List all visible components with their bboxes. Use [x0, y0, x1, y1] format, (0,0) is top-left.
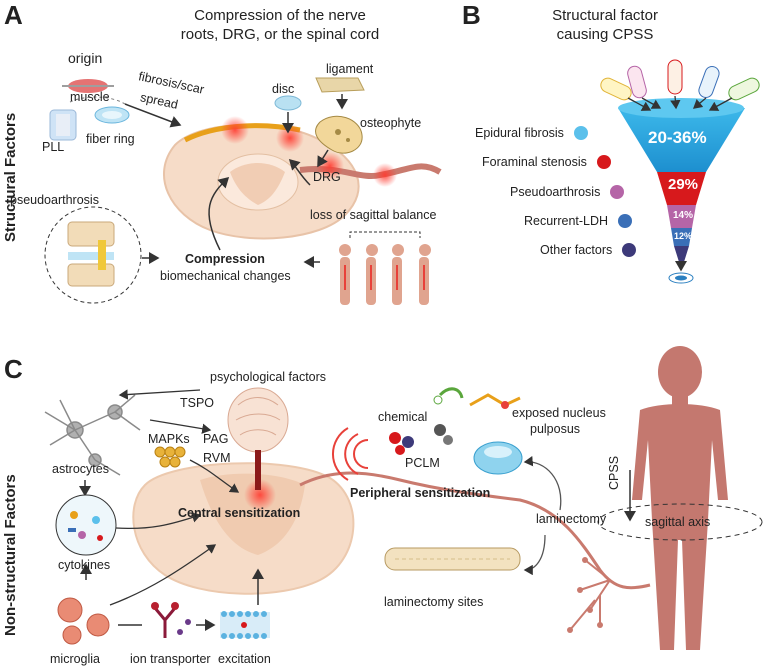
legend-dot-icon — [618, 214, 633, 228]
disc-icon — [274, 95, 302, 111]
fibrosis-glow — [221, 116, 249, 144]
laminectomy-label: laminectomy — [536, 512, 607, 526]
pseudoarthrosis-inset — [44, 206, 142, 304]
cytokines-label: cytokines — [58, 558, 111, 572]
funnel-value-3: 14% — [673, 210, 694, 221]
ligament-label: ligament — [326, 62, 374, 76]
legend-dot-icon — [573, 126, 588, 140]
legend-dot-icon — [596, 155, 611, 169]
cytokines-circle — [55, 494, 117, 556]
panel-c-side-label: Non-structural Factors — [2, 474, 19, 636]
chemical-icon — [433, 387, 464, 405]
legend-dot-icon — [622, 243, 637, 257]
sagittal-axis-label: sagittal axis — [645, 515, 711, 529]
funnel-value-2: 29% — [668, 176, 699, 193]
ion-transporter-label: ion transporter — [130, 652, 211, 666]
ion-transporter-icon — [151, 602, 191, 638]
mapks-icon — [154, 446, 186, 468]
psych-label: psychological factors — [210, 370, 327, 384]
panel-b-title: Structural factor causing CPSS — [520, 6, 690, 44]
funnel-value-1: 20-36% — [648, 128, 707, 147]
central-sensitization-label: Central sensitization — [178, 506, 301, 520]
disc-glow — [276, 124, 304, 152]
pclm-icon — [389, 424, 453, 455]
panel-a-title-line2: roots, DRG, or the spinal cord — [180, 26, 380, 43]
legend-label: Other factors — [540, 243, 613, 257]
membrane-icon — [220, 611, 270, 639]
sagittal-label: loss of sagittal balance — [310, 208, 437, 222]
astrocyte-network — [44, 394, 141, 476]
funnel-value-4: 12% — [674, 231, 693, 241]
biomech-label: biomechanical changes — [160, 269, 291, 283]
excitation-label: excitation — [218, 652, 271, 666]
panel-b-letter: B — [462, 0, 481, 30]
microglia-icon — [57, 597, 110, 645]
legend-label: Pseudoarthrosis — [510, 185, 601, 199]
muscle-icon — [62, 79, 114, 93]
molecule-icon — [469, 393, 521, 409]
human-body — [632, 346, 728, 650]
tspo-label: TSPO — [180, 396, 215, 410]
panel-c-letter: C — [4, 354, 23, 384]
ligament-icon — [315, 77, 365, 93]
pclm-label: PCLM — [405, 456, 440, 470]
sagittal-figures — [339, 231, 431, 305]
microglia-label: microglia — [50, 652, 101, 666]
fiber-ring-label: fiber ring — [86, 132, 135, 146]
nerve-glow — [373, 163, 397, 187]
brain-icon — [227, 387, 289, 490]
exposed-label-2: pulposus — [530, 422, 581, 436]
legend-item-epidural: Epidural fibrosis — [475, 126, 588, 140]
panel-b-title-line1: Structural factor — [552, 7, 658, 24]
origin-label: origin — [68, 50, 103, 66]
legend-label: Epidural fibrosis — [475, 126, 564, 140]
spinal-cord-section-a — [163, 123, 360, 240]
factor-capsule-icons — [600, 59, 760, 101]
drg-label: DRG — [313, 170, 341, 184]
exposed-label-1: exposed nucleus — [512, 406, 606, 420]
sagittal-axis-ellipse — [597, 503, 763, 541]
panel-a-side-label: Structural Factors — [2, 112, 19, 242]
legend-label: Foraminal stenosis — [482, 155, 587, 169]
disc-label: disc — [272, 82, 295, 96]
legend-item-foraminal: Foraminal stenosis — [482, 155, 611, 169]
peripheral-sensitization-label: Peripheral sensitization — [350, 486, 491, 500]
cpss-label: CPSS — [607, 455, 621, 490]
astrocytes-label: astrocytes — [52, 462, 109, 476]
nerve-branches — [569, 559, 611, 631]
rvm-label: RVM — [203, 451, 231, 465]
pll-icon — [49, 109, 77, 141]
legend-label: Recurrent-LDH — [524, 214, 609, 228]
legend-dot-icon — [610, 185, 625, 199]
fiber-ring-icon — [94, 106, 130, 124]
compression-label: Compression — [185, 252, 265, 266]
nucleus-pulposus-icon — [473, 441, 523, 475]
pseudoarthrosis-label: pseudoarthrosis — [10, 193, 99, 207]
pll-label: PLL — [42, 140, 65, 154]
spinal-cord-section-c — [132, 462, 355, 595]
signal-waves-icon — [331, 427, 369, 481]
laminectomy-sites-label: laminectomy sites — [384, 595, 484, 609]
osteophyte-label: osteophyte — [360, 116, 422, 130]
mapks-label: MAPKs — [148, 432, 190, 446]
legend-item-recurrent: Recurrent-LDH — [524, 214, 633, 228]
panel-a-title: Compression of the nerve roots, DRG, or … — [100, 6, 460, 44]
panel-a-title-line1: Compression of the nerve — [194, 7, 366, 24]
panel-a-letter: A — [4, 0, 23, 30]
panel-b-title-line2: causing CPSS — [556, 26, 654, 43]
muscle-label: muscle — [70, 90, 110, 104]
legend-item-other: Other factors — [540, 243, 637, 257]
osteophyte-icon — [315, 115, 363, 154]
pag-label: PAG — [203, 432, 229, 446]
laminectomy-bone-icon — [384, 547, 521, 571]
legend-item-pseudo: Pseudoarthrosis — [510, 185, 625, 199]
chemical-label: chemical — [378, 410, 428, 424]
